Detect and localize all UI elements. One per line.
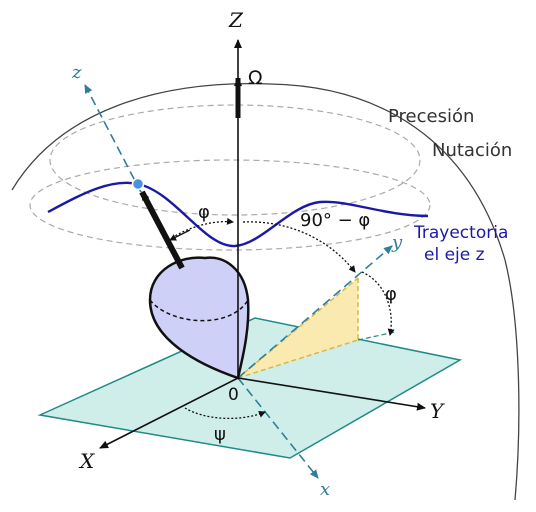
- body-y-axis: [237, 245, 393, 379]
- plane-connector: [357, 331, 396, 341]
- origin-label: 0: [228, 385, 239, 405]
- triangle-edge-hyp: [237, 277, 359, 379]
- nutation-ellipse: [29, 159, 431, 251]
- complement-arc: [242, 221, 356, 273]
- phi-arc: [171, 217, 234, 239]
- inertial-X-axis: [99, 377, 239, 449]
- top-equator: [149, 299, 249, 322]
- trajectory-label-line1: Trayectoria: [413, 223, 508, 243]
- phi-label: φ: [198, 202, 210, 223]
- angle-triangle: [238, 278, 358, 378]
- omega-label: Ω: [248, 67, 263, 89]
- precession-sphere-arc: [11, 83, 520, 501]
- angular-momentum-arrow: [139, 190, 185, 270]
- complement-label: 90° − φ: [300, 210, 370, 231]
- inertial-Y-axis: [237, 377, 426, 411]
- spinning-top-body: [148, 256, 250, 380]
- axis-label-Z: Z: [228, 8, 244, 32]
- nutation-label: Nutación: [432, 140, 512, 161]
- phi-arc-start: [169, 229, 191, 241]
- body-x-axis: [237, 377, 319, 479]
- axis-label-Y: Y: [430, 399, 445, 423]
- psi-label: ψ: [214, 424, 226, 445]
- triangle-edge-base: [237, 339, 359, 379]
- side-phi-arc: [361, 271, 395, 336]
- axis-label-X: X: [78, 449, 95, 473]
- axis-label-x: x: [320, 479, 330, 500]
- precession-label: Precesión: [388, 106, 474, 127]
- ground-plane: [37, 317, 463, 459]
- axis-label-y: y: [391, 232, 403, 253]
- axis-tip-point: [131, 177, 145, 191]
- trajectory-curve: [47, 181, 429, 248]
- axis-label-z: z: [71, 62, 82, 83]
- trajectory-label-line2: el eje z: [424, 245, 485, 265]
- precession-ellipse: [49, 104, 421, 216]
- side-phi-label: φ: [385, 284, 397, 305]
